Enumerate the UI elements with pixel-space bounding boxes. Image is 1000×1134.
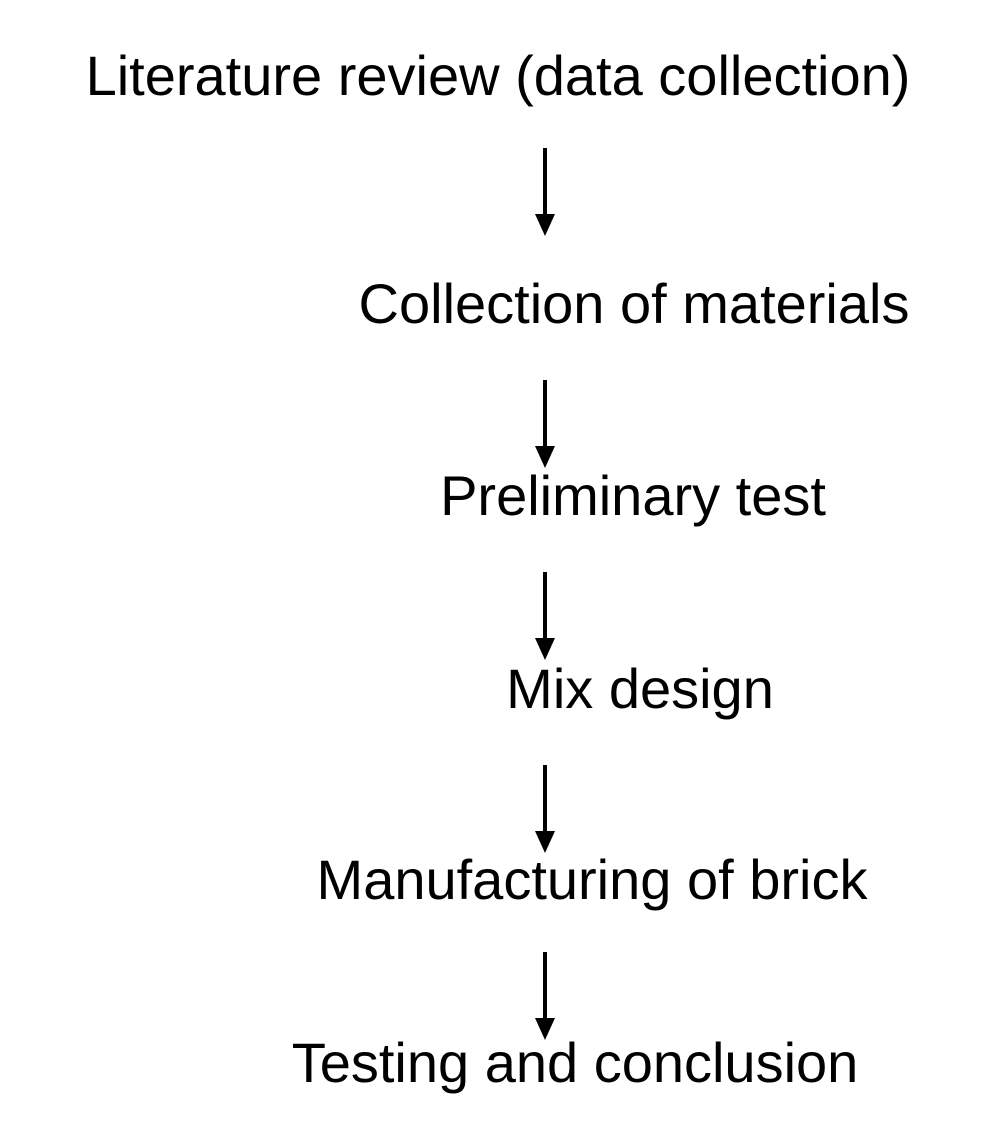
step-collection-of-materials: Collection of materials (358, 272, 910, 335)
down-arrow-icon (530, 572, 560, 662)
down-arrow-icon (530, 380, 560, 470)
step-preliminary-test: Preliminary test (440, 464, 826, 527)
down-arrow-icon (530, 148, 560, 238)
step-mix-design: Mix design (506, 657, 774, 720)
step-testing-and-conclusion: Testing and conclusion (291, 1031, 859, 1094)
step-literature-review: Literature review (data collection) (85, 44, 911, 107)
step-manufacturing-of-brick: Manufacturing of brick (316, 848, 868, 911)
down-arrow-icon (530, 765, 560, 855)
down-arrow-icon (530, 952, 560, 1042)
